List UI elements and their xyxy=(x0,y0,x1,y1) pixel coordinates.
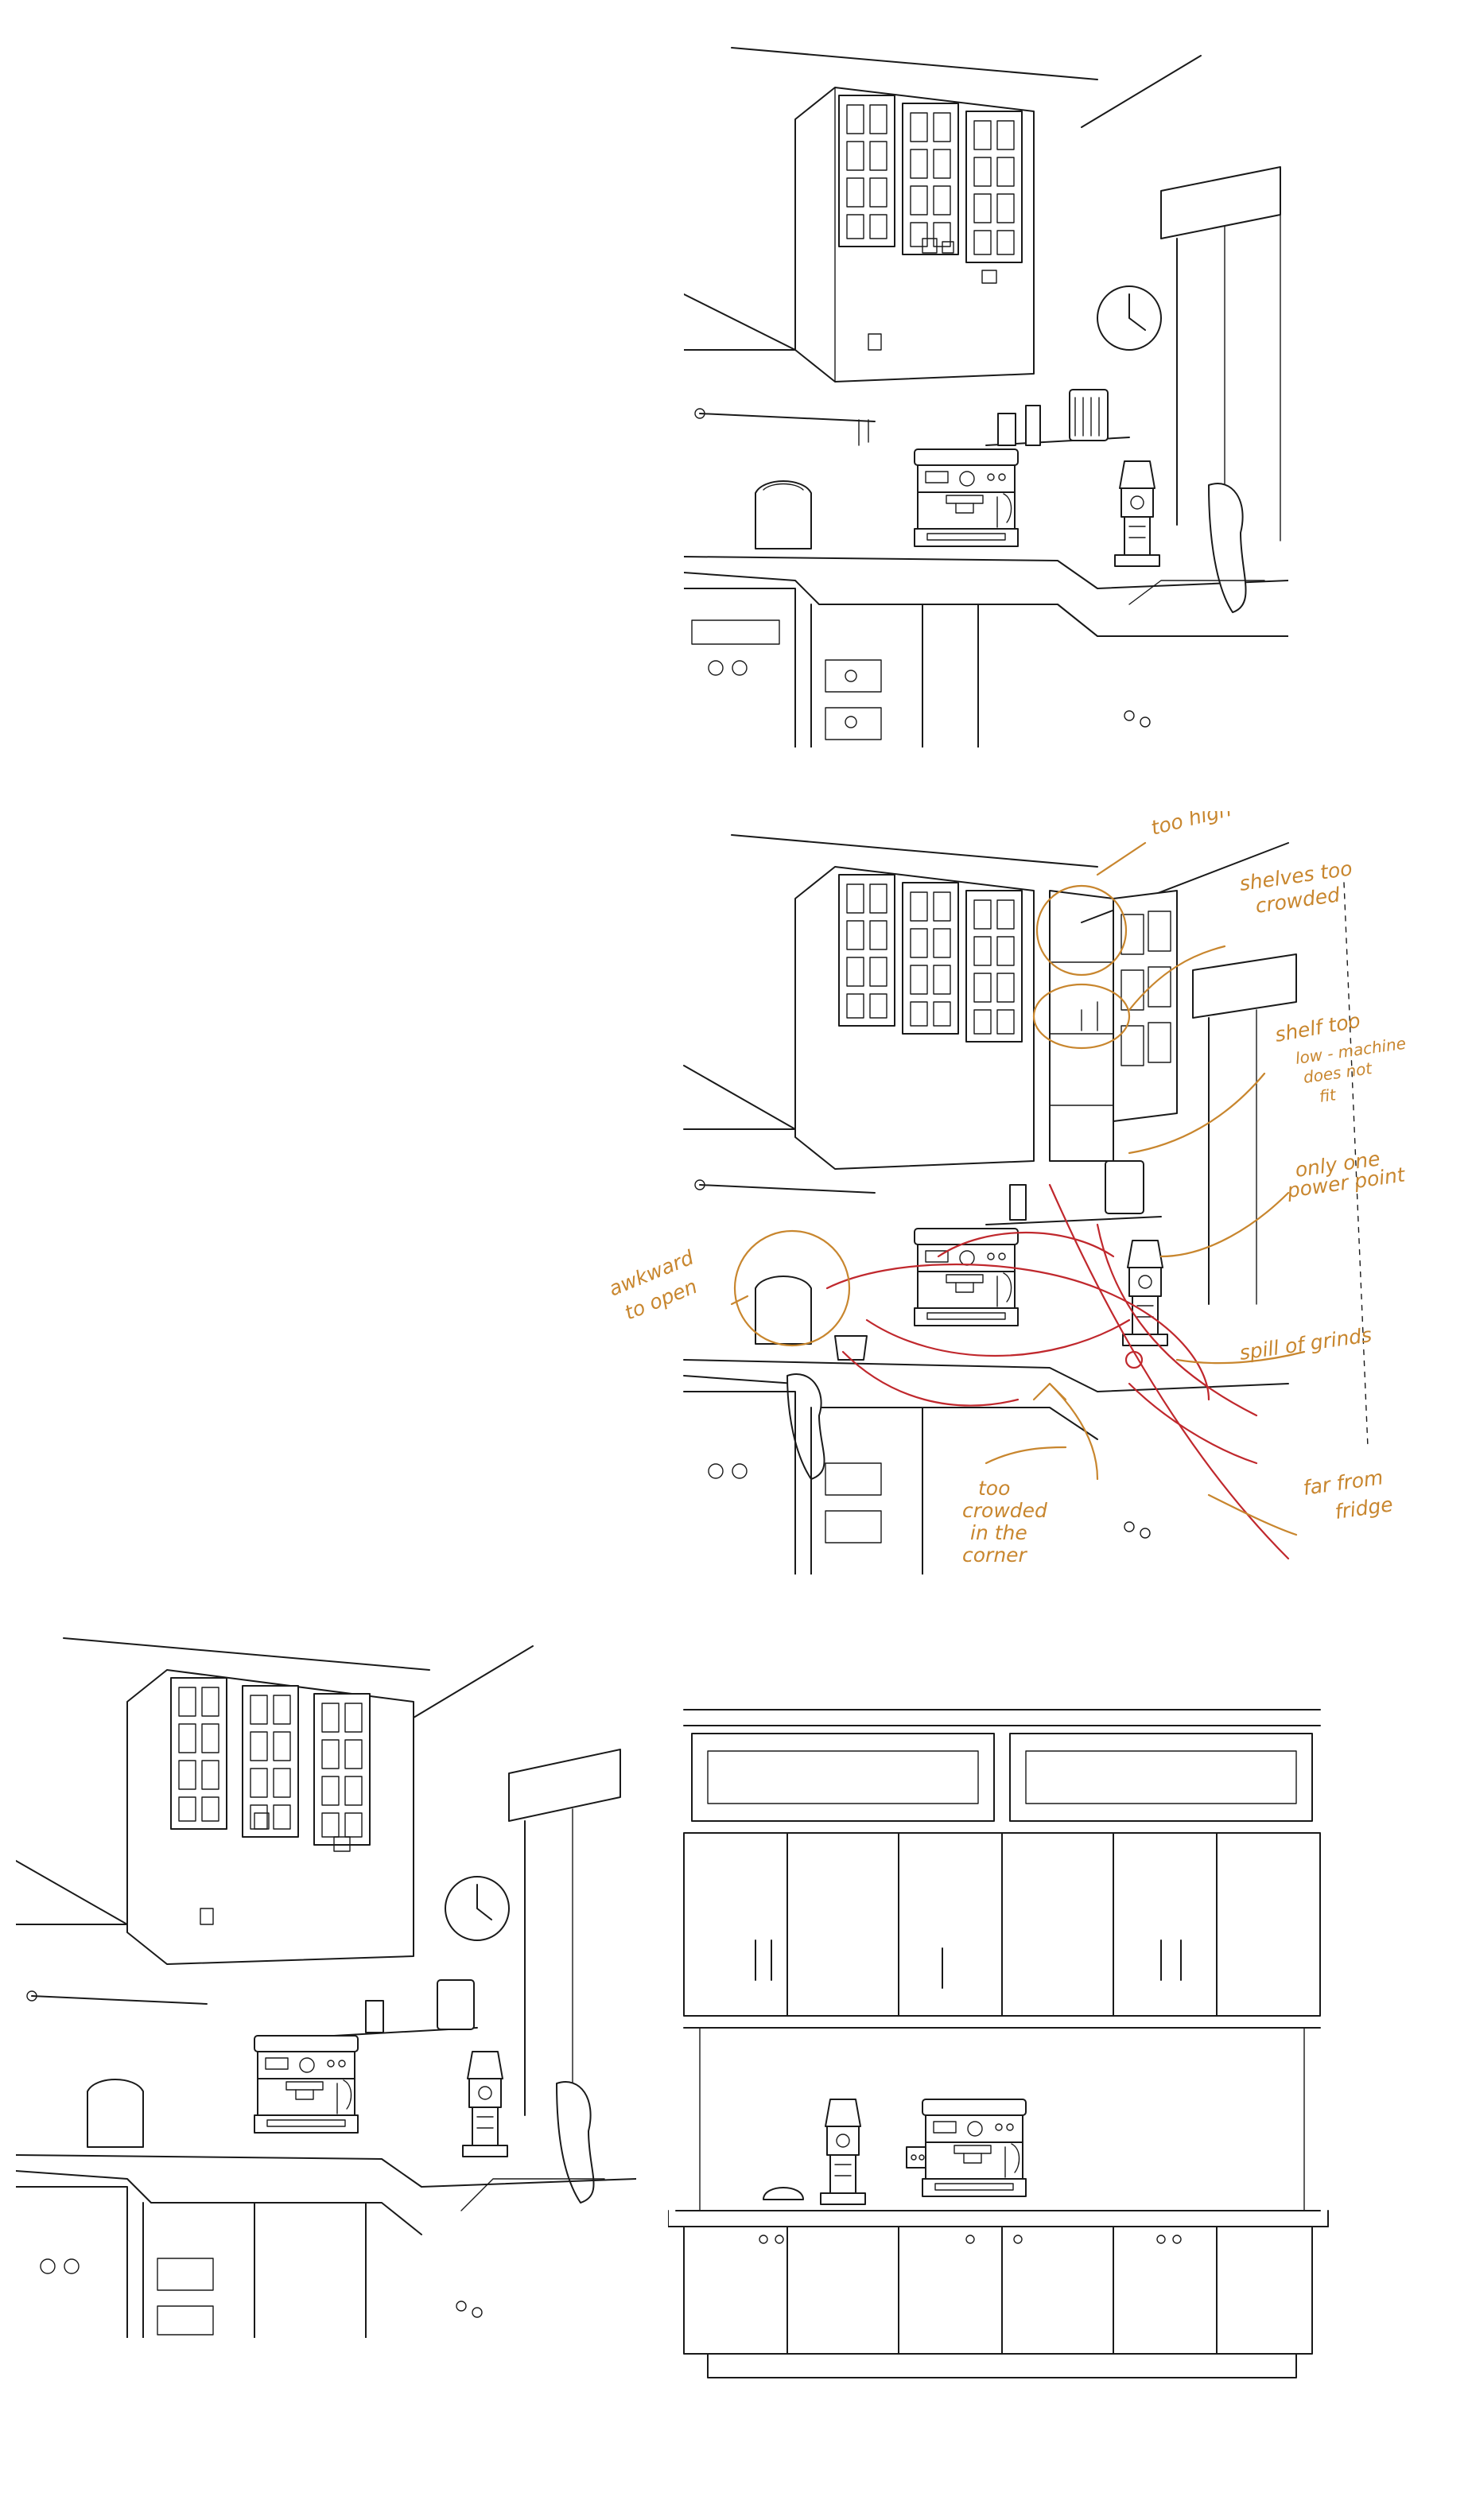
panel-redesigned-station xyxy=(668,1702,1336,2386)
panel-annotated-kitchen: too high shelves too crowded shelf too l… xyxy=(604,811,1447,1575)
note-too-high: too high xyxy=(1148,811,1233,840)
note-crowded-line4: corner xyxy=(962,1543,1028,1567)
red-annotation-strokes xyxy=(825,1183,1290,1560)
note-crowded-line3: in the xyxy=(970,1521,1027,1544)
note-shelf-line4: fit xyxy=(1318,1085,1338,1106)
coffee-station-sketch xyxy=(668,1709,1329,2378)
note-fridge-line2: fridge xyxy=(1334,1493,1394,1524)
note-crowded-line2: crowded xyxy=(962,1499,1047,1522)
note-crowded-line1: too xyxy=(978,1477,1010,1500)
kitchen-sketch-original xyxy=(684,47,1288,747)
kitchen-sketch-annotated: too high shelves too crowded shelf too l… xyxy=(605,811,1408,1575)
panel-kitchen-sketch xyxy=(16,1622,636,2338)
note-spill: spill of grinds xyxy=(1238,1323,1373,1365)
panel-original-kitchen xyxy=(684,32,1288,747)
kitchen-sketch-third xyxy=(16,1637,636,2338)
orange-annotation-strokes xyxy=(730,841,1306,1536)
